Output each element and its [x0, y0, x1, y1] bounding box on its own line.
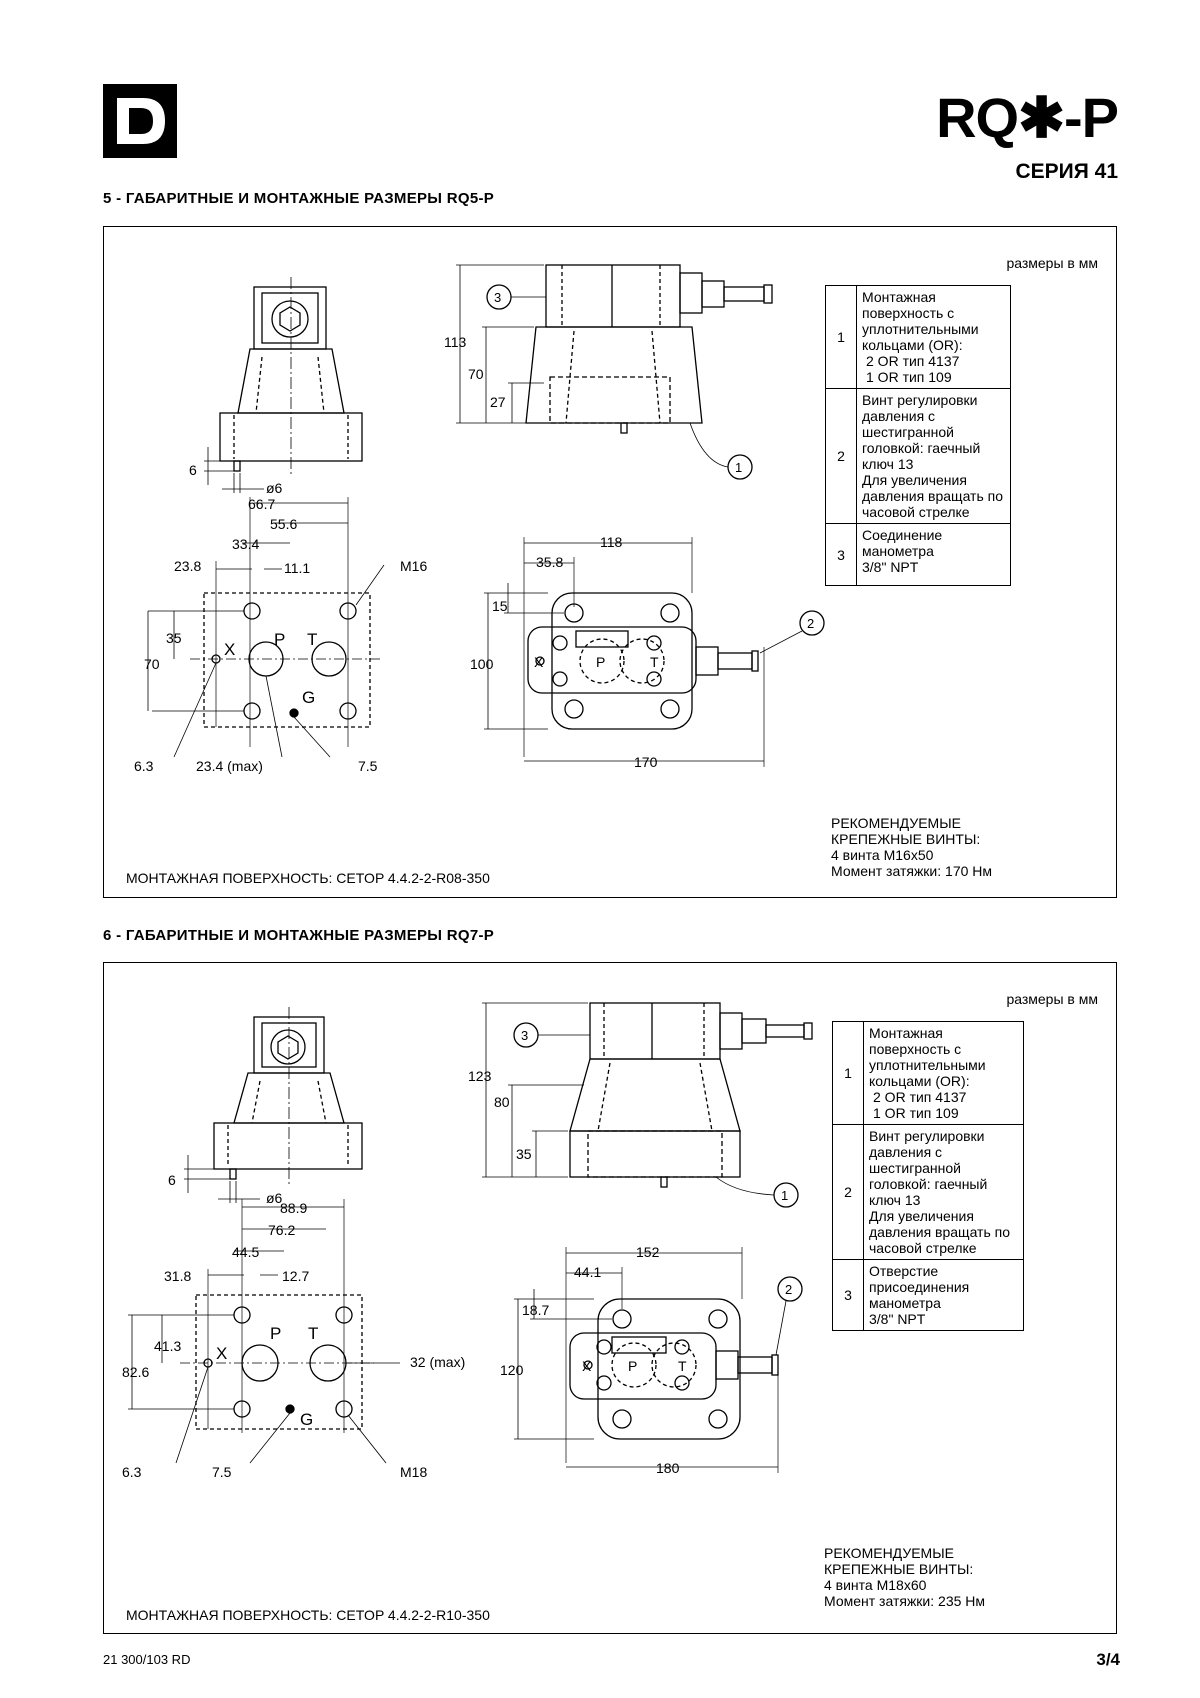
dim-11-1: 11.1 — [284, 560, 310, 576]
section-title-rq7: 6 - ГАБАРИТНЫЕ И МОНТАЖНЫЕ РАЗМЕРЫ RQ7-P — [103, 927, 495, 944]
doc-number: 21 300/103 RD — [103, 1652, 191, 1667]
dim-6-3: 6.3 — [122, 1464, 142, 1480]
dim-70b: 70 — [144, 656, 160, 672]
dim-82-6: 82.6 — [122, 1364, 149, 1380]
dim-7-5: 7.5 — [358, 758, 378, 774]
units-note: размеры в мм — [1006, 991, 1098, 1007]
dim-32-max: 32 (max) — [410, 1354, 465, 1370]
dim-76-2: 76.2 — [268, 1222, 295, 1238]
dim-7-5: 7.5 — [212, 1464, 232, 1480]
mounting-pattern-rq7 — [128, 1199, 400, 1464]
top-port-x: X — [582, 1358, 592, 1374]
dim-23-8: 23.8 — [174, 558, 201, 574]
callout-3: 3 — [494, 290, 501, 305]
port-t: T — [307, 630, 317, 649]
dim-35-8: 35.8 — [536, 554, 563, 570]
section-title-rq5: 5 - ГАБАРИТНЫЕ И МОНТАЖНЫЕ РАЗМЕРЫ RQ5-P — [103, 190, 495, 207]
dim-118: 118 — [600, 534, 623, 550]
top-port-p: P — [628, 1358, 637, 1374]
dim-35: 35 — [516, 1146, 532, 1162]
screws-note-rq7: РЕКОМЕНДУЕМЫЕ КРЕПЕЖНЫЕ ВИНТЫ: 4 винта M… — [824, 1545, 986, 1609]
legend-row-1: 1 Монтажная поверхность с уплотнительным… — [832, 1021, 1024, 1125]
legend-row-3: 3 Соединение манометра 3/8" NPT — [825, 523, 1011, 586]
dim-phi6: ø6 — [266, 480, 283, 496]
front-view-rq7 — [184, 1007, 363, 1203]
dim-170: 170 — [634, 754, 658, 770]
screws-note-rq5: РЕКОМЕНДУЕМЫЕ КРЕПЕЖНЫЕ ВИНТЫ: 4 винта M… — [831, 815, 993, 879]
dim-6: 6 — [189, 462, 197, 478]
mounting-surface-rq7: МОНТАЖНАЯ ПОВЕРХНОСТЬ: CETOP 4.4.2-2-R10… — [126, 1607, 490, 1623]
product-code: RQ✱-P — [936, 86, 1119, 149]
legend-row-1: 1 Монтажная поверхность с уплотнительным… — [825, 285, 1011, 389]
port-p: P — [270, 1324, 281, 1343]
mounting-pattern-rq5 — [147, 497, 385, 758]
dim-123: 123 — [468, 1068, 492, 1084]
thread-label: M16 — [400, 558, 427, 574]
callout-1: 1 — [781, 1188, 788, 1203]
dim-12-7: 12.7 — [282, 1268, 309, 1284]
dim-23-4: 23.4 (max) — [196, 758, 263, 774]
page-number: 3/4 — [1096, 1650, 1120, 1669]
dim-33-4: 33.4 — [232, 536, 259, 552]
drawing-rq7: 6 ø6 — [122, 1002, 813, 1480]
dim-80: 80 — [494, 1094, 510, 1110]
brand-logo — [103, 84, 177, 158]
legend-row-2: 2 Винт регулировки давления с шестигранн… — [832, 1124, 1024, 1260]
dim-66-7: 66.7 — [248, 496, 275, 512]
dim-41-3: 41.3 — [154, 1338, 181, 1354]
top-port-x: X — [534, 654, 544, 670]
top-port-p: P — [596, 654, 605, 670]
drawing-rq5: 6 ø6 — [134, 264, 825, 774]
port-g: G — [302, 688, 315, 707]
front-view-rq5 — [204, 277, 363, 493]
mounting-surface-rq5: МОНТАЖНАЯ ПОВЕРХНОСТЬ: CETOP 4.4.2-2-R08… — [126, 870, 490, 886]
dim-88-9: 88.9 — [280, 1200, 307, 1216]
port-x: X — [224, 640, 235, 659]
port-t: T — [308, 1324, 318, 1343]
legend-row-3: 3 Отверстие присоединения манометра 3/8"… — [832, 1259, 1024, 1331]
dim-55-6: 55.6 — [270, 516, 297, 532]
dim-31-8: 31.8 — [164, 1268, 191, 1284]
dim-44-5: 44.5 — [232, 1244, 259, 1260]
dim-35: 35 — [166, 630, 182, 646]
callout-1: 1 — [735, 460, 742, 475]
side-view-rq5 — [456, 264, 773, 480]
dim-113: 113 — [444, 334, 467, 350]
dim-44-1: 44.1 — [574, 1264, 601, 1280]
drawing-frame-rq5: размеры в мм 6 ø6 — [103, 226, 1117, 898]
dim-6-3: 6.3 — [134, 758, 154, 774]
top-view-rq7 — [514, 1247, 803, 1473]
port-p: P — [274, 630, 285, 649]
dim-15: 15 — [492, 598, 508, 614]
callout-2: 2 — [807, 616, 814, 631]
top-port-t: T — [650, 654, 659, 670]
dim-152: 152 — [636, 1244, 660, 1260]
legend-table-rq7: 1 Монтажная поверхность с уплотнительным… — [832, 1021, 1024, 1331]
port-g: G — [300, 1410, 313, 1429]
series-label: СЕРИЯ 41 — [1015, 160, 1118, 183]
callout-3: 3 — [521, 1028, 528, 1043]
dim-phi6: ø6 — [266, 1190, 283, 1206]
side-view-rq7 — [482, 1002, 813, 1208]
top-view-rq5 — [484, 537, 825, 767]
thread-label: M18 — [400, 1464, 427, 1480]
units-note: размеры в мм — [1006, 255, 1098, 271]
legend-row-2: 2 Винт регулировки давления с шестигранн… — [825, 388, 1011, 524]
callout-2: 2 — [785, 1282, 792, 1297]
top-port-t: T — [678, 1358, 687, 1374]
dim-18-7: 18.7 — [522, 1302, 549, 1318]
dim-27: 27 — [490, 394, 506, 410]
legend-table-rq5: 1 Монтажная поверхность с уплотнительным… — [825, 285, 1011, 586]
dim-120: 120 — [500, 1362, 524, 1378]
dim-70: 70 — [468, 366, 484, 382]
dim-6: 6 — [168, 1172, 176, 1188]
port-x: X — [216, 1344, 227, 1363]
drawing-frame-rq7: размеры в мм 6 ø6 — [103, 962, 1117, 1634]
dim-100: 100 — [470, 656, 494, 672]
dim-180: 180 — [656, 1460, 680, 1476]
